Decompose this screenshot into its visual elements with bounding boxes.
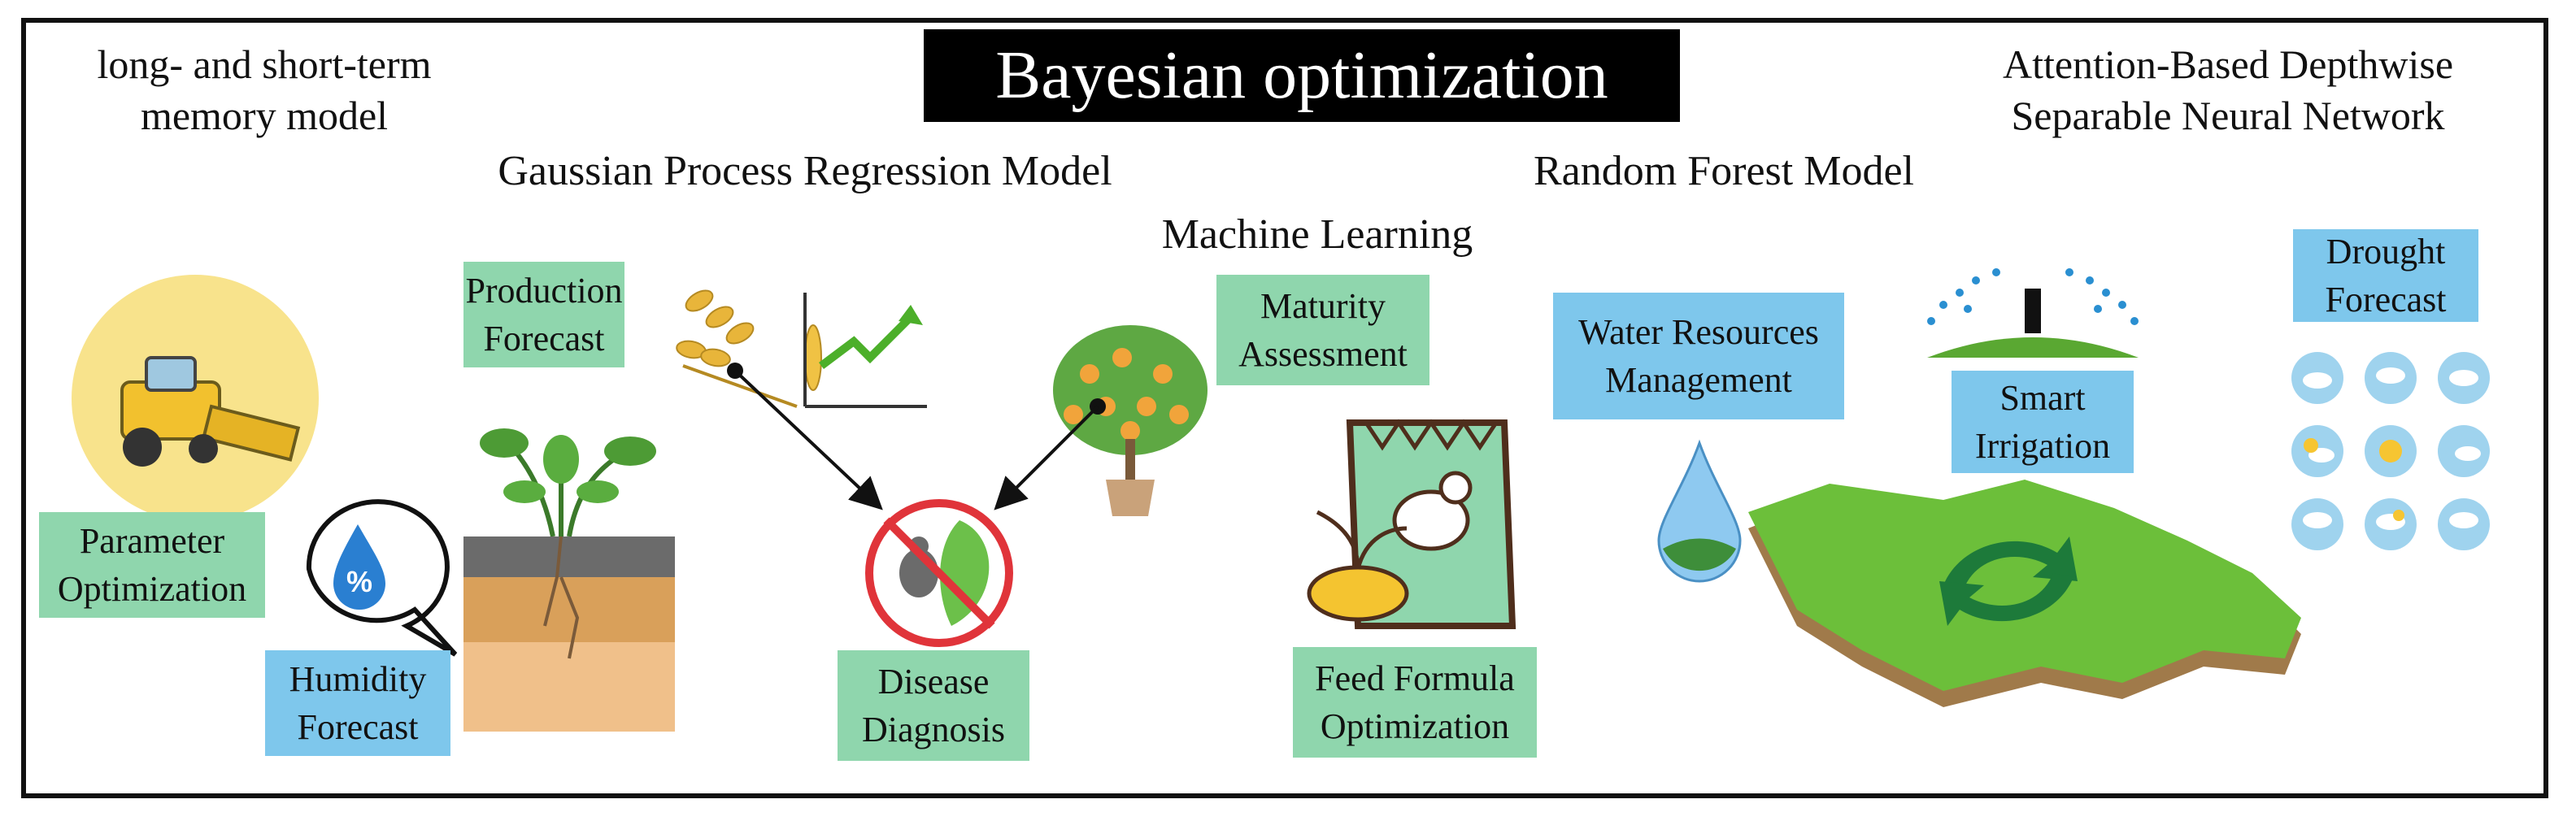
no-disease-icon	[865, 499, 1013, 647]
orange-tree-icon	[1053, 325, 1208, 516]
diagram-title: Bayesian optimization	[924, 29, 1680, 122]
weather-icons-grid	[2291, 352, 2490, 550]
ml-label: Machine Learning	[1161, 211, 1473, 258]
soil-plant-icon	[463, 428, 675, 732]
wheat-growth-icon	[676, 289, 927, 408]
water-drop-icon	[1657, 439, 1742, 583]
land-map-icon	[1748, 480, 2301, 707]
feed-bag-icon	[1307, 419, 1516, 629]
percent-symbol: %	[346, 565, 372, 598]
harvester-icon	[72, 275, 319, 522]
sprinkler-icon	[1927, 268, 2139, 358]
recycle-arrows-icon	[1939, 536, 2078, 626]
gpr-label: Gaussian Process Regression Model	[498, 148, 1112, 194]
humidity-droplet-icon: %	[306, 499, 458, 657]
rf-label: Random Forest Model	[1534, 148, 1914, 194]
